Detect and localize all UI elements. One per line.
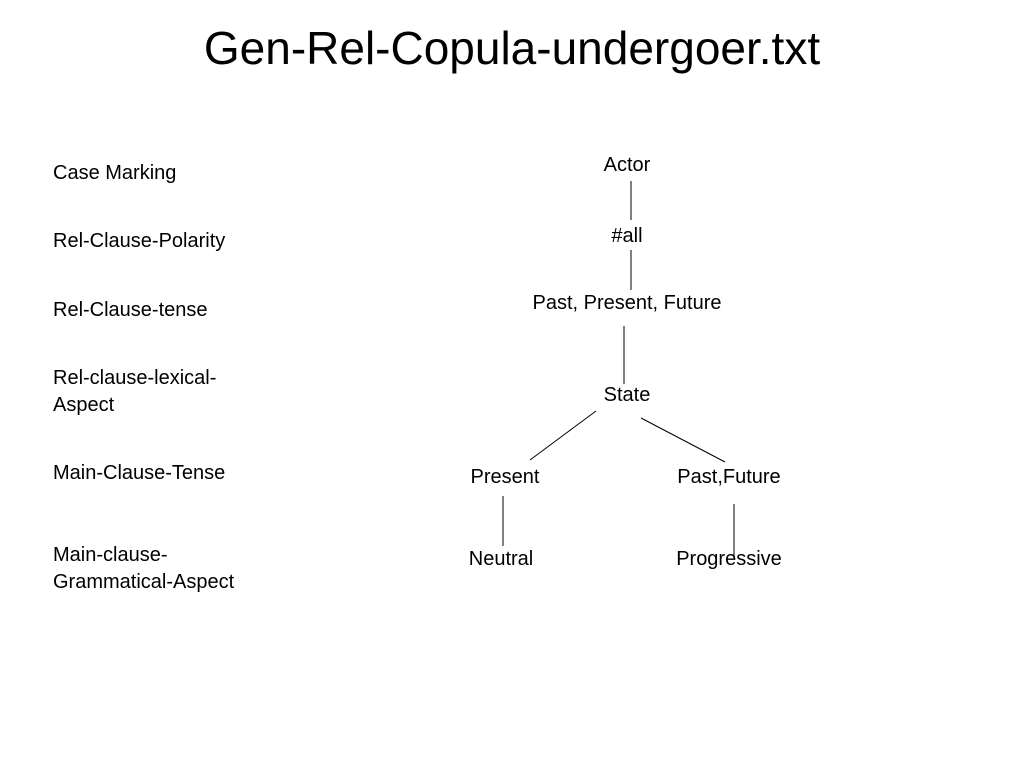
slide-title: Gen-Rel-Copula-undergoer.txt (203, 22, 821, 74)
row-label-main-clause-grammatical-aspect-line1: Main-clause- (53, 544, 168, 566)
row-label-main-clause-tense: Main-Clause-Tense (53, 462, 226, 484)
row-label-rel-clause-polarity: Rel-Clause-Polarity (53, 230, 226, 252)
tree-node-progressive: Progressive (676, 548, 782, 570)
row-label-rel-clause-lexical-aspect-line2: Aspect (53, 394, 115, 416)
tree-node-present: Present (470, 466, 540, 488)
edge-state-present (529, 410, 597, 461)
tree-node-all: #all (611, 225, 643, 247)
tree-node-past-present-future: Past, Present, Future (532, 292, 722, 314)
row-label-rel-clause-lexical-aspect-line1: Rel-clause-lexical- (53, 367, 217, 389)
edge-state-past-future (640, 417, 726, 463)
row-label-case-marking: Case Marking (53, 162, 177, 184)
tree-node-past-future: Past,Future (677, 466, 781, 488)
tree-node-actor: Actor (603, 154, 651, 176)
tree-node-state: State (603, 384, 651, 406)
tree-node-neutral: Neutral (468, 548, 534, 570)
row-label-main-clause-grammatical-aspect-line2: Grammatical-Aspect (53, 571, 235, 593)
row-label-rel-clause-tense: Rel-Clause-tense (53, 299, 208, 321)
